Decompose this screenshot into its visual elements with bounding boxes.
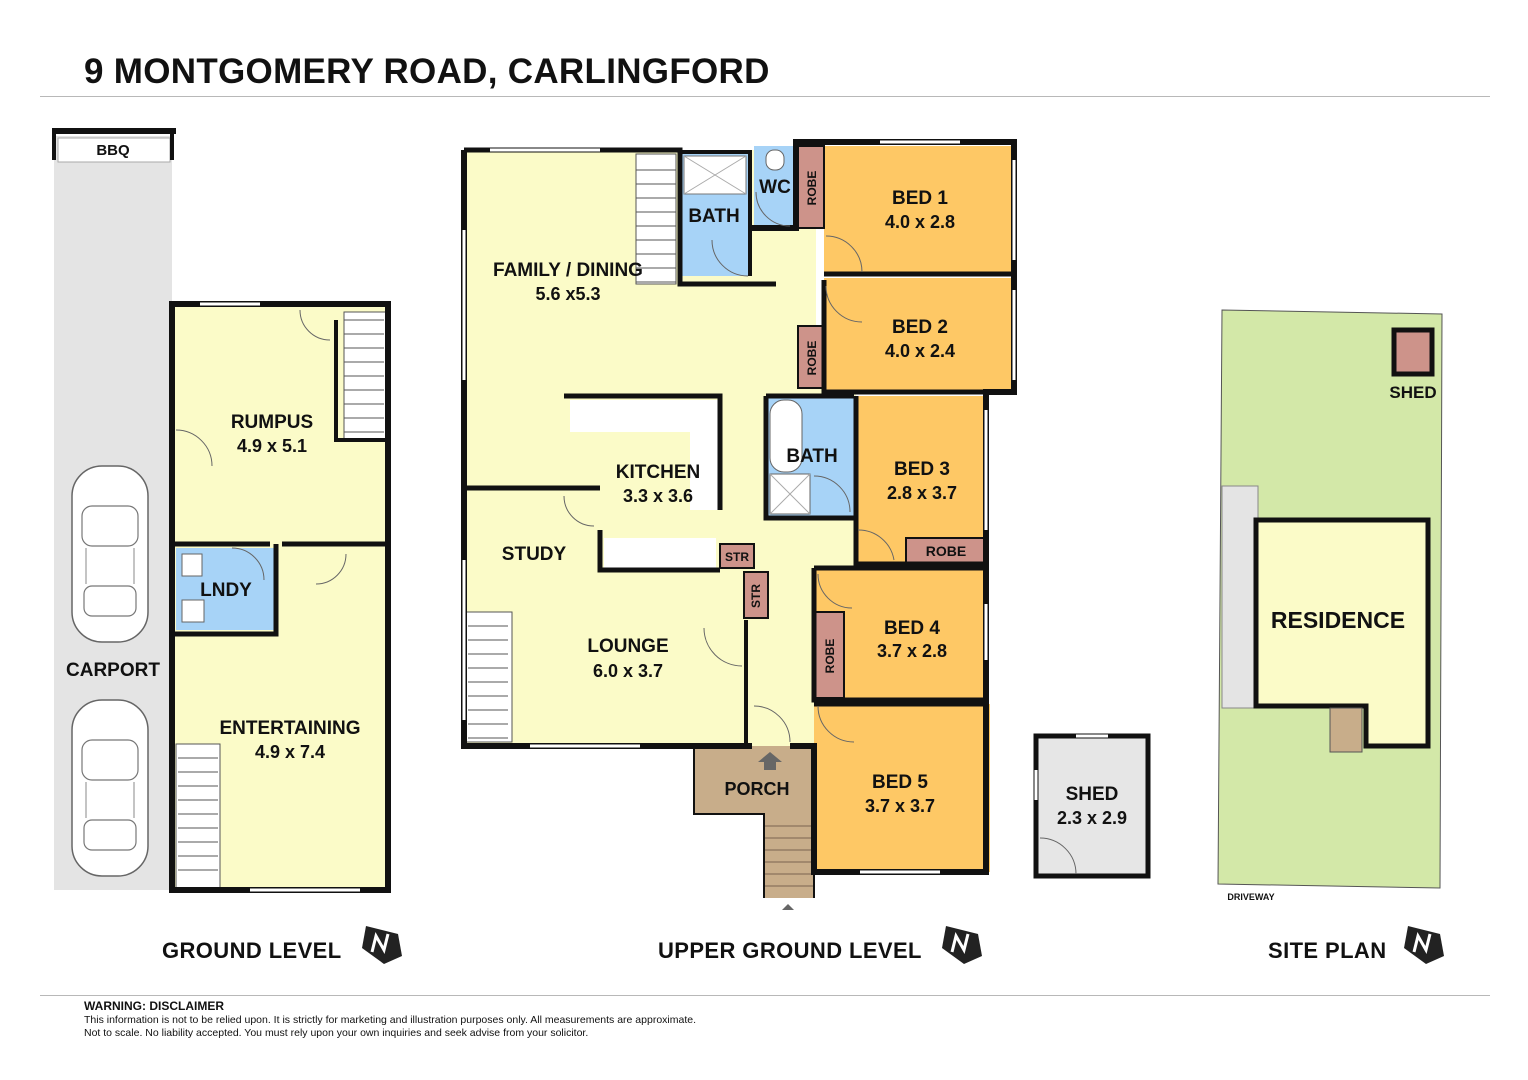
disclaimer-line1: This information is not to be relied upo… xyxy=(84,1014,697,1026)
residence-label: RESIDENCE xyxy=(1271,607,1405,633)
porch-area xyxy=(694,746,814,814)
robe-label: ROBE xyxy=(805,171,819,206)
shed-size: 2.3 x 2.9 xyxy=(1057,808,1127,828)
disclaimer-line2: Not to scale. No liability accepted. You… xyxy=(84,1027,589,1039)
north-arrow-icon xyxy=(362,926,402,964)
kitchen-size: 3.3 x 3.6 xyxy=(623,486,693,506)
kitchen-island xyxy=(570,400,718,432)
upper-level-plan xyxy=(461,139,1151,910)
porch-label: PORCH xyxy=(724,779,789,799)
bath-top-label: BATH xyxy=(688,206,739,227)
bed1-room xyxy=(824,146,1014,274)
family-label: FAMILY / DINING xyxy=(493,260,643,281)
north-arrow-icon xyxy=(1404,926,1444,964)
driveway-strip xyxy=(1221,485,1259,709)
bed2-label: BED 2 xyxy=(892,317,948,338)
bed4-size: 3.7 x 2.8 xyxy=(877,641,947,661)
disclaimer-heading: WARNING: DISCLAIMER xyxy=(84,999,224,1013)
site-shed-label: SHED xyxy=(1389,383,1436,402)
kitchen-label: KITCHEN xyxy=(616,462,700,483)
family-size: 5.6 x5.3 xyxy=(535,284,600,304)
laundry-label: LNDY xyxy=(200,580,252,601)
rumpus-size: 4.9 x 5.1 xyxy=(237,436,307,456)
room-labels: BBQ CARPORT RUMPUS 4.9 x 5.1 LNDY ENTERT… xyxy=(66,142,1437,902)
wc-label: WC xyxy=(759,177,791,198)
page-title: 9 MONTGOMERY ROAD, CARLINGFORD xyxy=(84,52,770,91)
lounge-label: LOUNGE xyxy=(587,636,668,657)
str-label: STR xyxy=(749,584,763,608)
shed-room xyxy=(1033,733,1151,879)
str-2 xyxy=(743,571,769,619)
entry-arrow-icon xyxy=(782,904,794,910)
bed3-size: 2.8 x 3.7 xyxy=(887,483,957,503)
robe-bed1 xyxy=(797,145,825,229)
footer-divider xyxy=(40,995,1490,996)
ground-level-caption: GROUND LEVEL xyxy=(162,938,342,963)
str-label: STR xyxy=(725,550,749,564)
carport-label: CARPORT xyxy=(66,660,160,681)
lounge-size: 6.0 x 3.7 xyxy=(593,661,663,681)
ground-level-plan xyxy=(52,128,391,893)
driveway-label: DRIVEWAY xyxy=(1227,892,1274,902)
bed4-label: BED 4 xyxy=(884,618,940,639)
shed-label: SHED xyxy=(1066,784,1119,805)
north-arrow-icon xyxy=(942,926,982,964)
disclaimer: WARNING: DISCLAIMER This information is … xyxy=(84,1000,696,1040)
study-label: STUDY xyxy=(502,544,567,565)
site-plan xyxy=(1217,309,1443,889)
bbq-area xyxy=(57,137,171,163)
bed1-label: BED 1 xyxy=(892,188,948,209)
bed2-room xyxy=(824,278,1014,392)
car-icon xyxy=(71,465,149,643)
robe-label: ROBE xyxy=(926,543,966,559)
entry-arrow-icon xyxy=(758,752,782,770)
bed2-size: 4.0 x 2.4 xyxy=(885,341,955,361)
entertaining-size: 4.9 x 7.4 xyxy=(255,742,325,762)
upper-level-caption: UPPER GROUND LEVEL xyxy=(658,938,922,963)
site-shed xyxy=(1391,327,1435,377)
rumpus-label: RUMPUS xyxy=(231,412,313,433)
bed5-room xyxy=(814,704,990,872)
bed5-label: BED 5 xyxy=(872,772,928,793)
header-divider xyxy=(40,96,1490,97)
bed1-size: 4.0 x 2.8 xyxy=(885,212,955,232)
entertaining-label: ENTERTAINING xyxy=(219,718,360,739)
bed5-size: 3.7 x 3.7 xyxy=(865,796,935,816)
str-1 xyxy=(719,543,755,569)
robe-label: ROBE xyxy=(823,639,837,674)
robe-bed2 xyxy=(797,325,825,389)
bath-mid-label: BATH xyxy=(786,446,837,467)
robe-label: ROBE xyxy=(805,341,819,376)
car-icon xyxy=(71,699,149,877)
bed3-label: BED 3 xyxy=(894,459,950,480)
site-plan-caption: SITE PLAN xyxy=(1268,938,1387,963)
bbq-label: BBQ xyxy=(96,142,130,159)
